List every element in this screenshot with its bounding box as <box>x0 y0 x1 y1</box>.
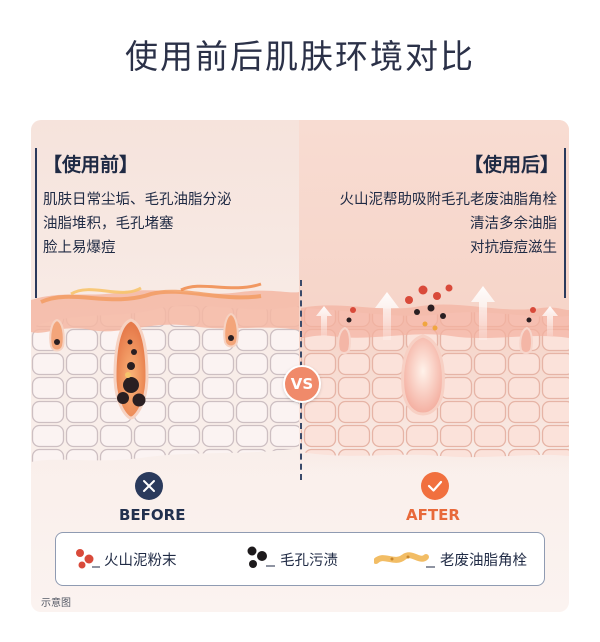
page-title: 使用前后肌肤环境对比 <box>125 37 475 76</box>
before-description: 肌肤日常尘垢、毛孔油脂分泌 油脂堆积，毛孔堵塞 脸上易爆痘 <box>43 188 232 260</box>
legend-item-oil-plug: 老废油脂角栓 <box>374 533 542 585</box>
legend-box: 火山泥粉末 毛孔污渍 老废油脂角栓 <box>55 532 545 586</box>
before-line-2: 油脂堆积，毛孔堵塞 <box>43 216 174 232</box>
comparison-card: 【使用前】 【使用后】 肌肤日常尘垢、毛孔油脂分泌 油脂堆积，毛孔堵塞 脸上易爆… <box>31 120 569 612</box>
after-description: 火山泥帮助吸附毛孔老废油脂角栓 清洁多余油脂 对抗痘痘滋生 <box>340 188 558 260</box>
before-line-1: 肌肤日常尘垢、毛孔油脂分泌 <box>43 192 232 208</box>
volcanic-mud-particles-icon <box>76 549 100 569</box>
after-line-3: 对抗痘痘滋生 <box>470 240 557 256</box>
legend-item-volcanic-mud: 火山泥粉末 <box>72 533 232 585</box>
oil-plug-icon <box>374 552 435 568</box>
legend-text-oil-plug: 老废油脂角栓 <box>440 553 527 569</box>
before-accent-line <box>35 148 37 298</box>
pore-dirt-icon <box>247 546 275 568</box>
vs-badge: VS <box>283 365 321 403</box>
after-heading: 【使用后】 <box>463 154 559 176</box>
before-heading: 【使用前】 <box>43 154 139 176</box>
footnote: 示意图 <box>41 598 71 609</box>
after-line-2: 清洁多余油脂 <box>470 216 557 232</box>
before-line-3: 脸上易爆痘 <box>43 240 116 256</box>
after-accent-line <box>564 148 566 298</box>
skin-cross-section-illustration <box>31 282 569 462</box>
after-label: AFTER <box>406 506 460 524</box>
after-line-1: 火山泥帮助吸附毛孔老废油脂角栓 <box>339 192 558 208</box>
before-label: BEFORE <box>119 506 186 524</box>
check-icon <box>421 472 449 500</box>
legend-text-volcanic-mud: 火山泥粉末 <box>104 553 177 569</box>
cross-icon <box>135 472 163 500</box>
legend-item-pore-dirt: 毛孔污渍 <box>242 533 372 585</box>
legend-text-pore-dirt: 毛孔污渍 <box>280 553 338 569</box>
